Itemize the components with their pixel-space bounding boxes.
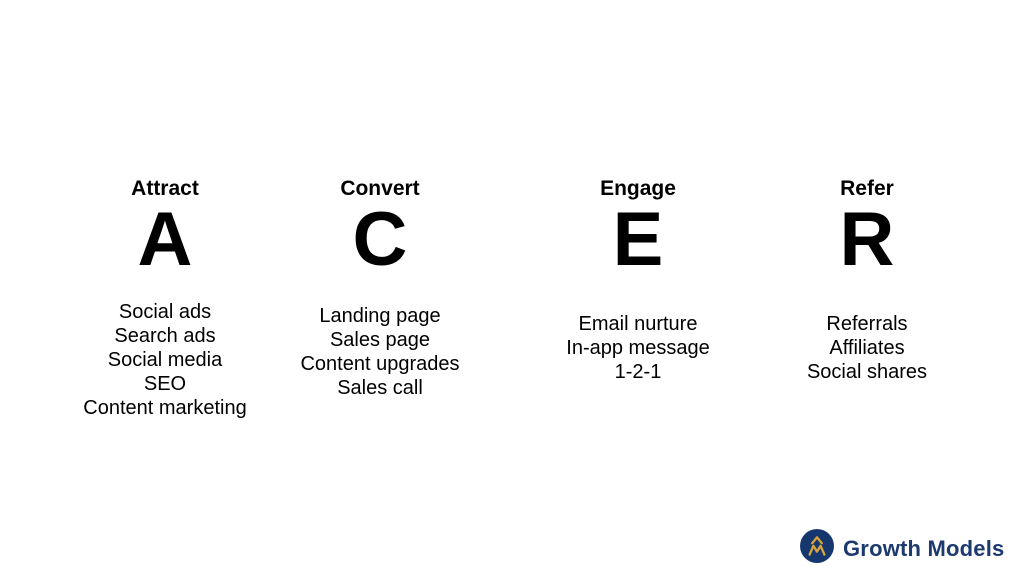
tactics-list-engage: Email nurture In-app message 1-2-1 <box>508 312 768 384</box>
tactic-item: Sales page <box>329 329 431 351</box>
stage-letter-a: A <box>137 197 193 282</box>
tactic-item: Content upgrades <box>300 353 460 375</box>
stage-column-engage: Engage E Email nurture In-app message 1-… <box>508 177 768 384</box>
tactic-item: Landing page <box>319 305 441 327</box>
stage-column-attract: Attract A Social ads Search ads Social m… <box>35 177 295 420</box>
stage-letter-e: E <box>612 197 664 282</box>
stage-letter-c: C <box>352 197 408 282</box>
tactic-item: SEO <box>143 373 187 395</box>
growth-models-wordmark: Growth Models <box>843 536 1005 561</box>
tactic-item: Social shares <box>806 361 928 383</box>
stage-title-convert: Convert <box>340 177 420 200</box>
mountain-monogram-icon <box>800 529 834 563</box>
stage-title-engage: Engage <box>600 177 676 200</box>
stage-letter-r: R <box>839 197 895 282</box>
tactics-list-attract: Social ads Search ads Social media SEO C… <box>35 300 295 420</box>
tactic-item: Social ads <box>118 301 212 323</box>
tactic-item: Referrals <box>826 313 908 335</box>
tactic-item: Social media <box>107 349 223 371</box>
tactic-item: Sales call <box>337 377 423 399</box>
tactic-item: Search ads <box>114 325 216 347</box>
stage-title-refer: Refer <box>840 177 894 200</box>
tactic-item: In-app message <box>566 337 710 359</box>
tactics-list-refer: Referrals Affiliates Social shares <box>737 312 997 384</box>
tactic-item: Affiliates <box>829 337 905 359</box>
tactics-list-convert: Landing page Sales page Content upgrades… <box>250 304 510 400</box>
tactic-item: 1-2-1 <box>614 361 662 383</box>
stage-column-convert: Convert C Landing page Sales page Conten… <box>250 177 510 400</box>
tactic-item: Email nurture <box>578 313 698 335</box>
stage-title-attract: Attract <box>131 177 199 200</box>
stage-column-refer: Refer R Referrals Affiliates Social shar… <box>737 177 997 384</box>
growth-models-logo: Growth Models <box>800 529 1005 563</box>
tactic-item: Content marketing <box>83 397 247 419</box>
